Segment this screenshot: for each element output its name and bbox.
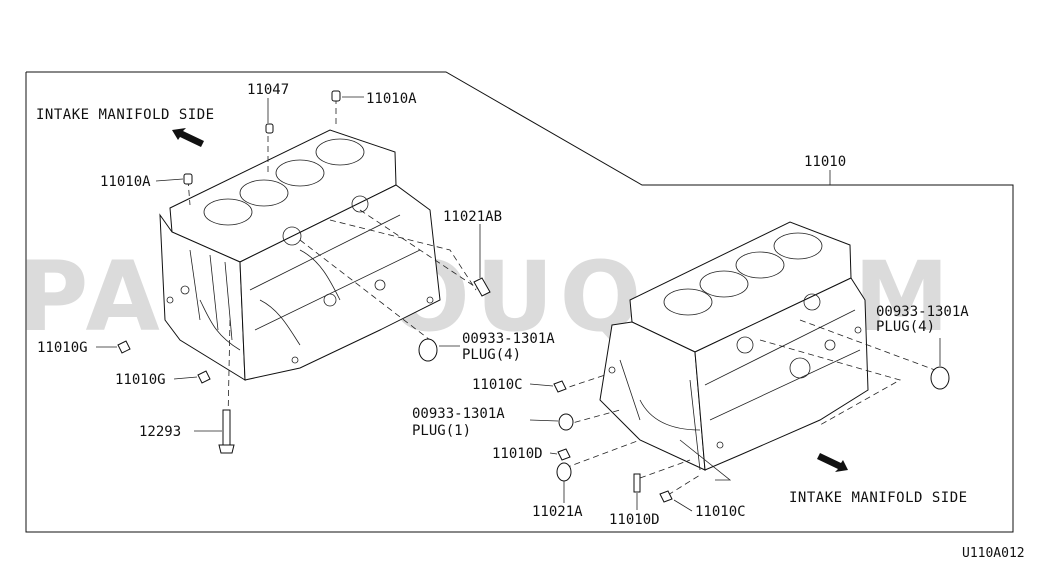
callout-plug-right: PLUG(4) <box>876 319 935 335</box>
callout-11010D-2: 11010D <box>609 512 660 528</box>
callout-12293: 12293 <box>139 424 181 440</box>
side-label-left: INTAKE MANIFOLD SIDE <box>36 107 215 123</box>
dowel-11010C-1 <box>553 380 567 393</box>
callout-00933-mid: 00933-1301A <box>462 331 555 347</box>
engine-block-left <box>159 129 441 381</box>
arrow-up-left-icon <box>172 128 204 147</box>
callout-plug-mid: PLUG(4) <box>462 347 521 363</box>
dowel-11010D-2 <box>633 473 641 493</box>
callout-11010G-1: 11010G <box>37 340 88 356</box>
engine-block-right <box>599 221 869 481</box>
projection-lines-left <box>187 98 481 421</box>
plug-right-block <box>930 366 950 390</box>
reference-code: U110A012 <box>962 546 1025 561</box>
dowel-11010G-1 <box>117 340 131 354</box>
callout-11010C-2: 11010C <box>695 504 746 520</box>
callout-11010G-2: 11010G <box>115 372 166 388</box>
callout-11021AB: 11021AB <box>443 209 502 225</box>
dowel-11010C-2 <box>659 490 673 503</box>
bolt-11021AB <box>473 277 491 297</box>
side-label-right: INTAKE MANIFOLD SIDE <box>789 490 968 506</box>
plug-left-block <box>418 338 438 362</box>
callout-00933-left: 00933-1301A <box>412 406 505 422</box>
dowel-pin-11047 <box>265 123 274 134</box>
callout-11021A: 11021A <box>532 504 583 520</box>
projection-lines-right <box>559 319 936 496</box>
callout-00933-right: 00933-1301A <box>876 304 969 320</box>
callout-11047: 11047 <box>247 82 289 98</box>
bolt-11021A <box>556 462 572 482</box>
callout-plug-left: PLUG(1) <box>412 423 471 439</box>
leader-lines <box>96 96 941 512</box>
callout-11010C-1: 11010C <box>472 377 523 393</box>
callout-11010: 11010 <box>804 154 846 170</box>
callout-11010A-left: 11010A <box>100 174 151 190</box>
diagram-frame <box>25 71 1014 533</box>
small-parts <box>117 90 950 503</box>
dowel-11010G-2 <box>197 370 211 384</box>
dowel-11010D-1 <box>557 448 571 461</box>
arrow-down-right-icon <box>817 453 848 472</box>
callout-11010D-1: 11010D <box>492 446 543 462</box>
dowel-11010A-left <box>183 173 193 185</box>
dowel-11010A-top <box>331 90 341 102</box>
plug-1 <box>558 413 574 431</box>
callout-11010A-top: 11010A <box>366 91 417 107</box>
stud-12293 <box>222 409 231 446</box>
